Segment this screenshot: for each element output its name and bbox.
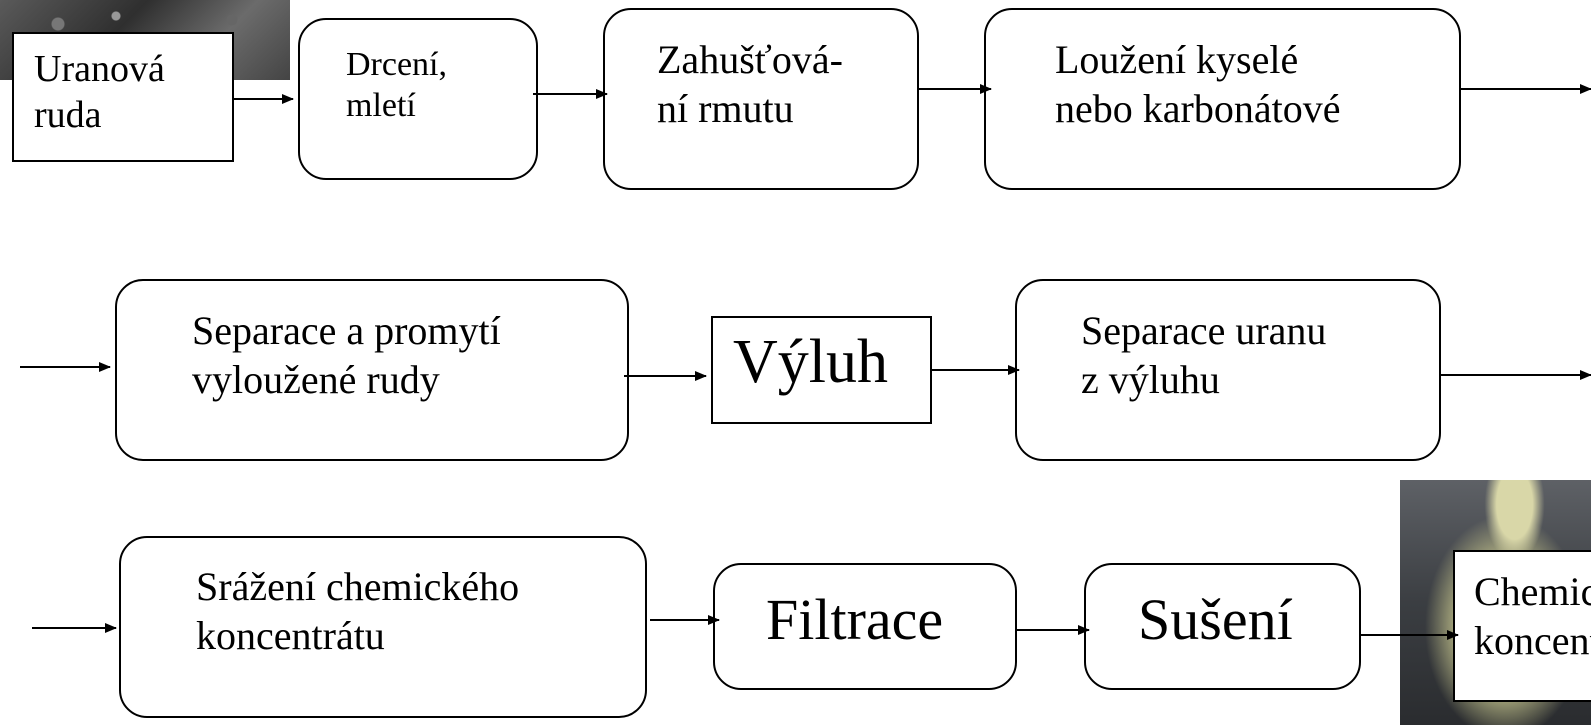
node-thickening <box>603 8 919 190</box>
node-leaching-label: Loužení kyselé nebo karbonátové <box>1055 37 1341 131</box>
node-uranium-ore <box>12 32 234 162</box>
node-crushing <box>298 18 538 180</box>
node-uranium-separation <box>1015 279 1441 461</box>
node-crushing-label: Drcení, mletí <box>346 46 448 125</box>
node-precipitation <box>119 536 647 718</box>
node-uranium-ore-label: Uranová ruda <box>34 48 165 137</box>
node-filtration <box>713 563 1017 690</box>
node-precipitation-label: Srážení chemického koncentrátu <box>196 564 520 658</box>
node-drying-label: Sušení <box>1138 587 1293 652</box>
node-concentrate-label: Chemický koncentrát <box>1474 569 1591 663</box>
node-filtration-label: Filtrace <box>766 587 944 652</box>
node-leaching <box>984 8 1461 190</box>
node-leachate <box>711 316 932 424</box>
node-separation-wash-label: Separace a promytí vyloužené rudy <box>192 308 501 402</box>
node-thickening-label: Zahušťová- ní rmutu <box>657 37 843 131</box>
node-leachate-label: Výluh <box>733 328 888 396</box>
node-separation-wash <box>115 279 629 461</box>
node-uranium-separation-label: Separace uranu z výluhu <box>1081 308 1327 402</box>
node-concentrate <box>1453 550 1591 702</box>
node-drying <box>1084 563 1361 690</box>
